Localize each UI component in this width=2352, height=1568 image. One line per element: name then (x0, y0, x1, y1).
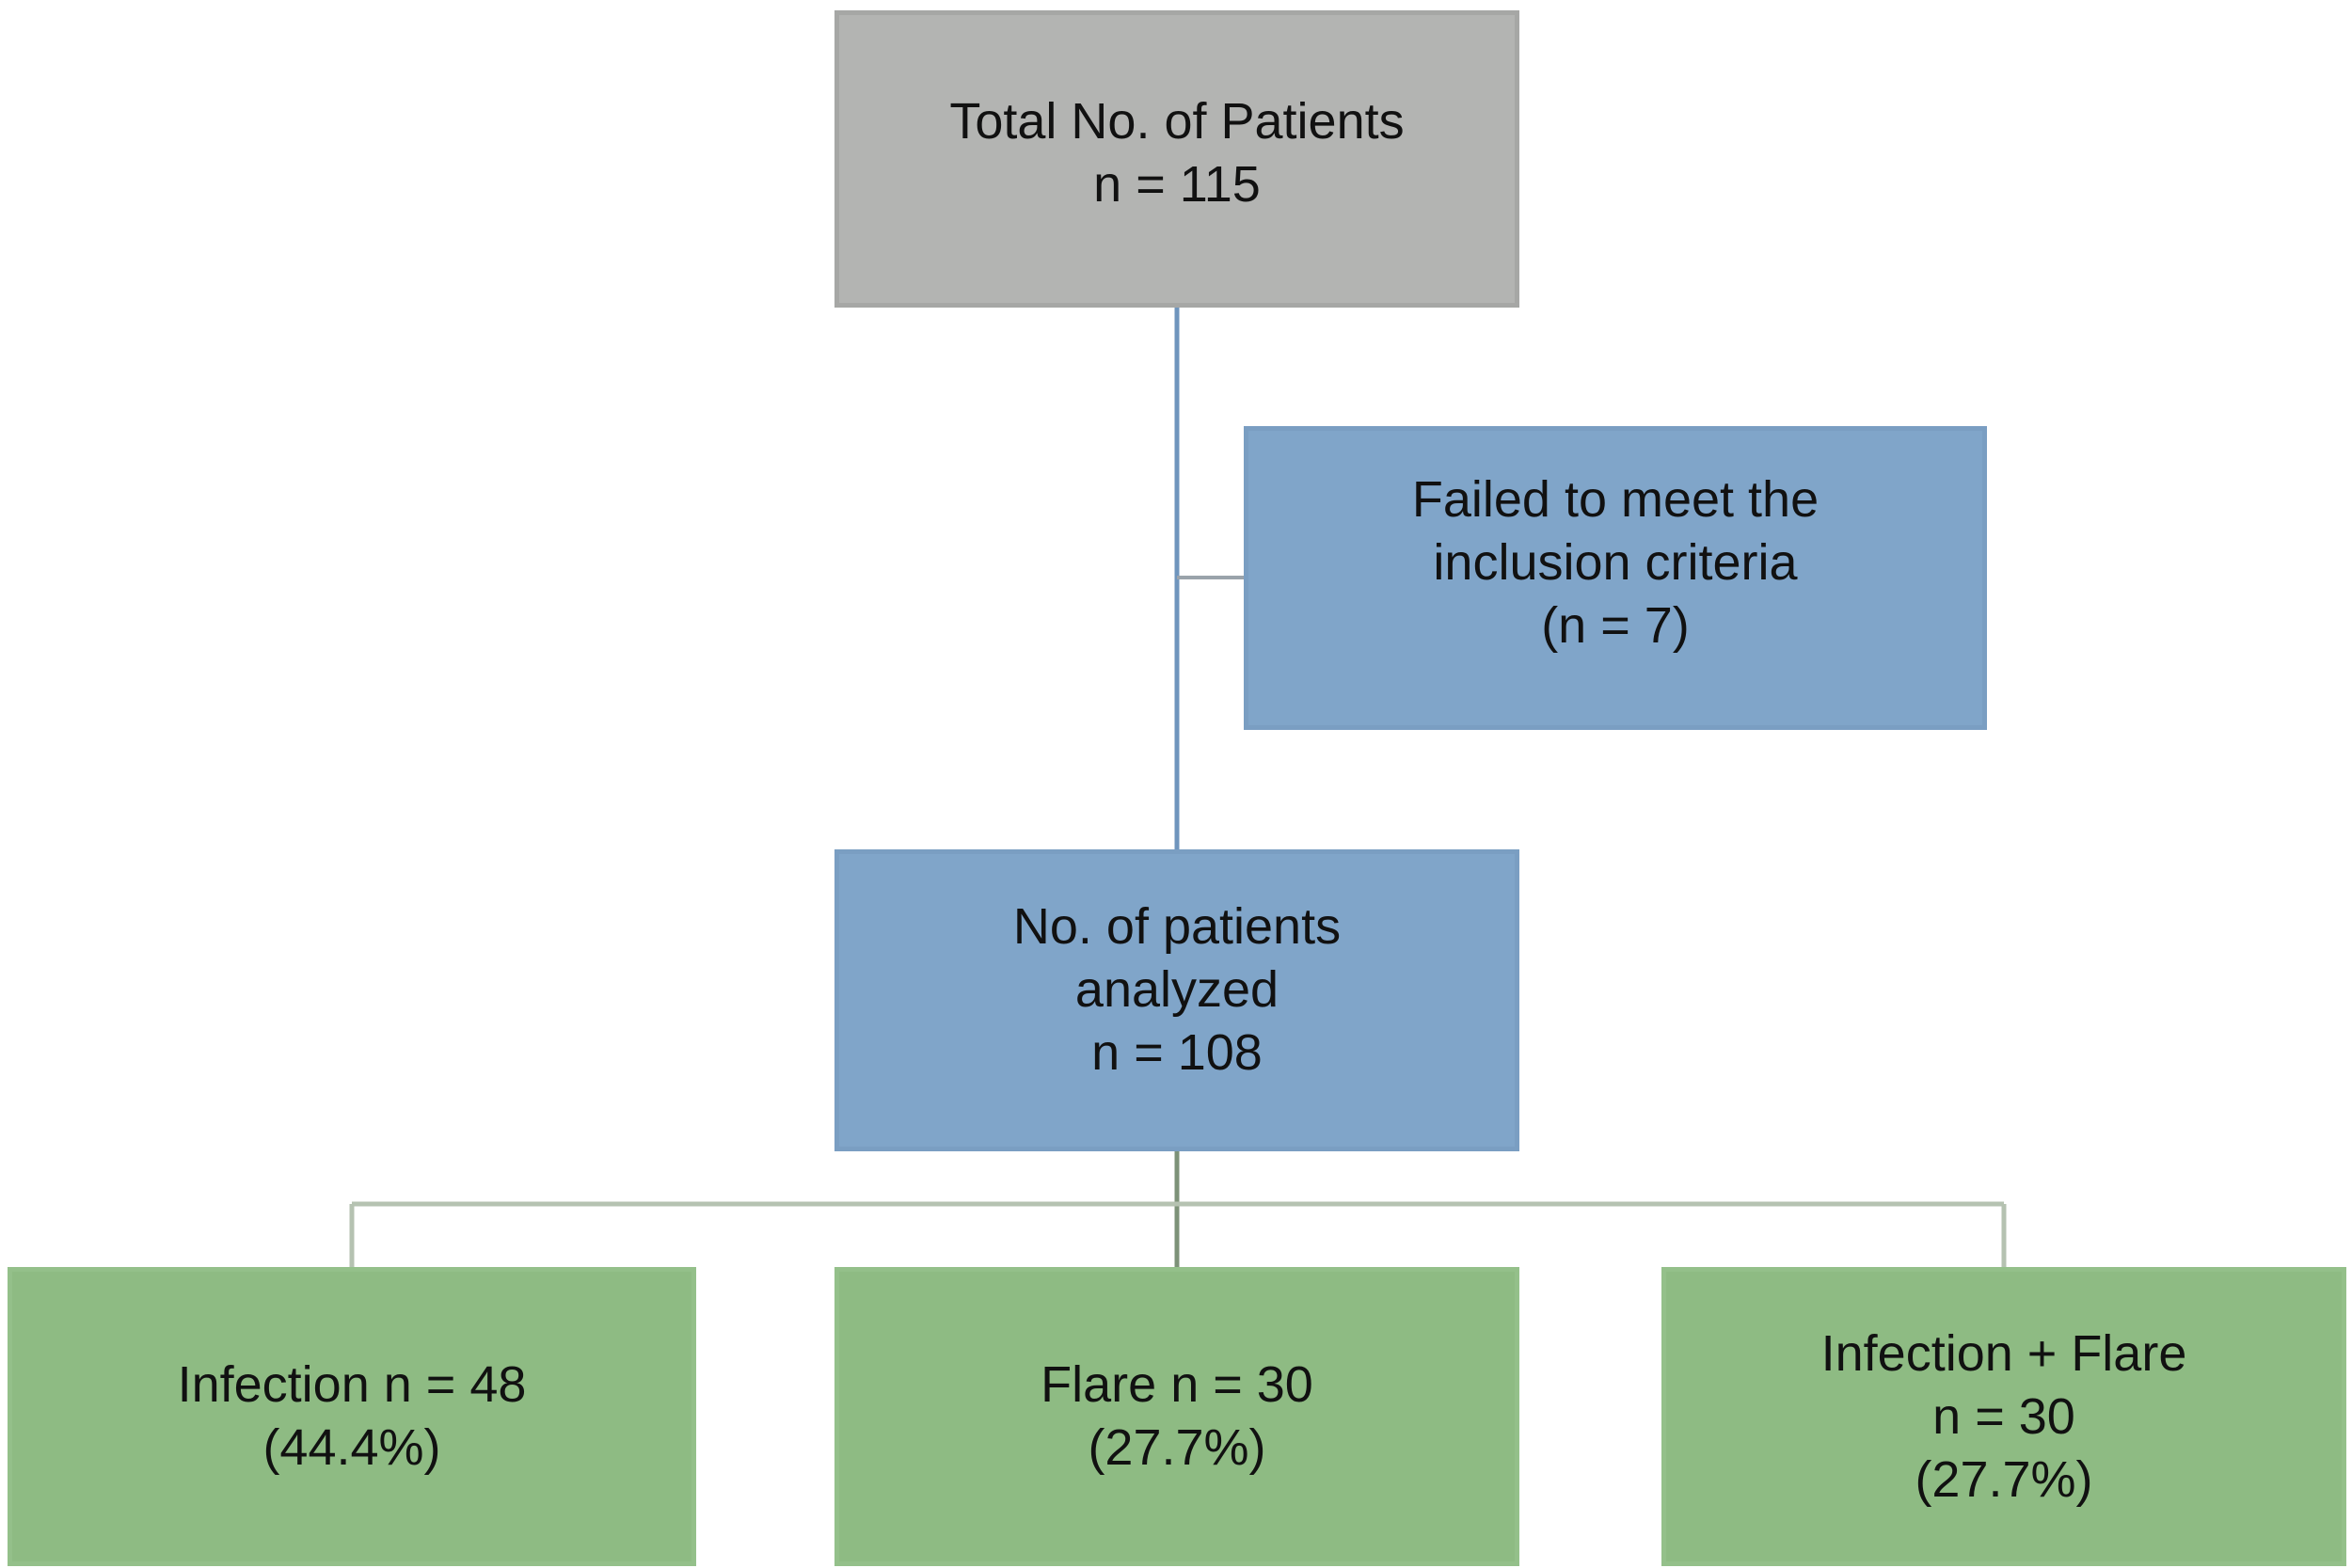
infection-count: Infection n = 48 (177, 1356, 527, 1413)
analyzed-count: n = 108 (1091, 1024, 1263, 1081)
excluded-count: (n = 7) (1541, 597, 1690, 654)
flare-count: Flare n = 30 (1041, 1356, 1313, 1413)
excluded-patients-box: Failed to meet the inclusion criteria (n… (1244, 426, 1987, 730)
infection-flare-percent: (27.7%) (1915, 1450, 2093, 1508)
infection-flare-label: Infection + Flare (1820, 1324, 2187, 1382)
infection-percent: (44.4%) (262, 1419, 441, 1476)
infection-flare-count: n = 30 (1932, 1387, 2075, 1445)
total-patients-label: Total No. of Patients (949, 93, 1405, 150)
flare-outcome-box: Flare n = 30 (27.7%) (834, 1267, 1519, 1566)
analyzed-label-line1: No. of patients (1012, 898, 1342, 955)
excluded-label-line2: inclusion criteria (1433, 534, 1798, 591)
flare-percent: (27.7%) (1088, 1419, 1266, 1476)
total-patients-box: Total No. of Patients n = 115 (834, 10, 1519, 308)
analyzed-patients-box: No. of patients analyzed n = 108 (834, 849, 1519, 1151)
total-patients-count: n = 115 (1093, 156, 1261, 213)
infection-flare-outcome-box: Infection + Flare n = 30 (27.7%) (1661, 1267, 2346, 1566)
analyzed-label-line2: analyzed (1074, 961, 1279, 1018)
infection-outcome-box: Infection n = 48 (44.4%) (8, 1267, 696, 1566)
excluded-label-line1: Failed to meet the (1411, 471, 1820, 528)
